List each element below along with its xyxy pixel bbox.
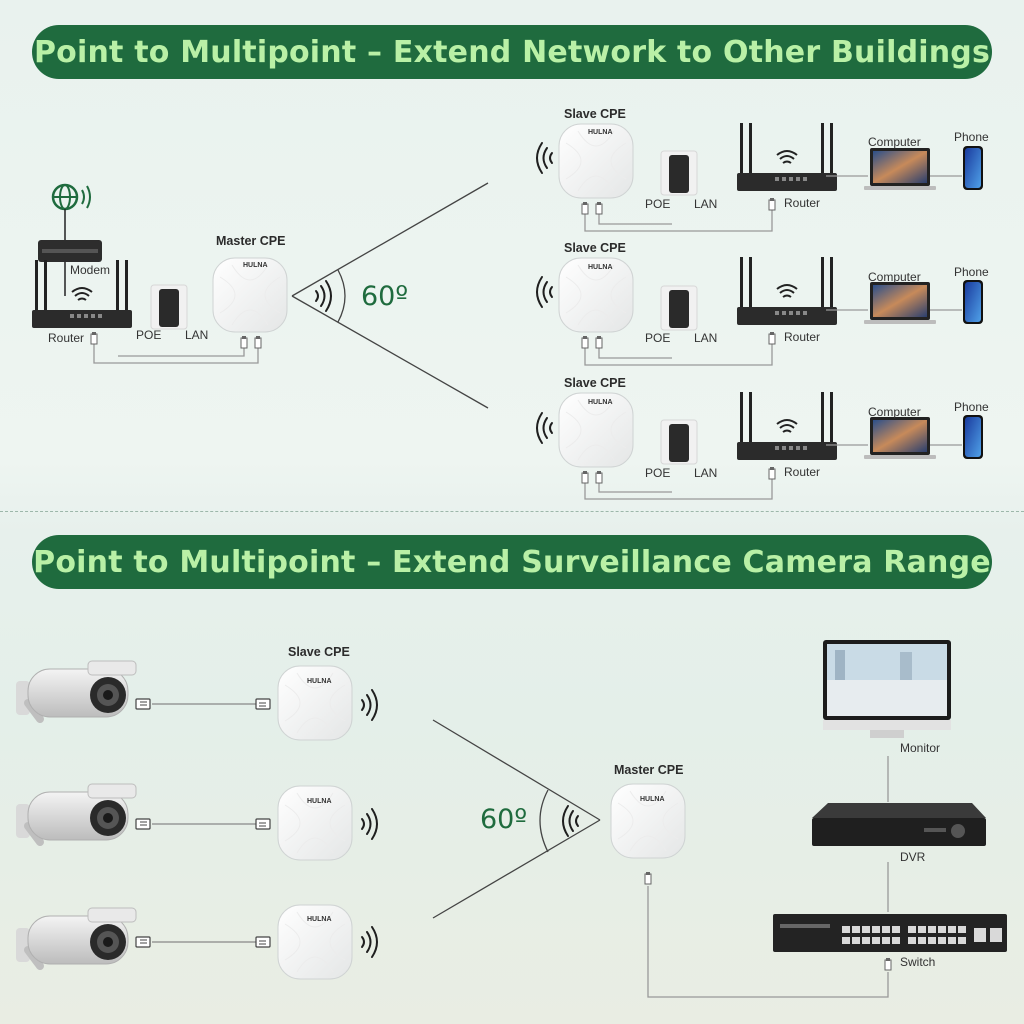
camera-row-2-graphics — [16, 784, 378, 861]
left-router-port-icon — [90, 331, 98, 345]
master-signal-waves-icon — [315, 280, 332, 312]
monitor-icon — [823, 640, 951, 738]
section2-angle-label: 60º — [480, 804, 528, 835]
camera-row-1-graphics — [16, 661, 378, 741]
slave-2-lan-label: LAN — [694, 331, 718, 345]
slave-1-phone-label: Phone — [954, 130, 989, 144]
camera-slave-cpe-label: Slave CPE — [288, 645, 350, 659]
master-cpe-label: Master CPE — [216, 234, 286, 248]
master-poe-port-icon — [240, 335, 248, 349]
switch-port-icon — [884, 957, 892, 971]
slave-3-lan-label: LAN — [694, 466, 718, 480]
monitor-label: Monitor — [900, 741, 941, 755]
master-to-switch-cable — [647, 886, 889, 998]
slave-2-poe-label: POE — [645, 331, 671, 345]
master-cpe-device — [212, 257, 288, 333]
left-lan-label: LAN — [185, 328, 209, 342]
section1-angle-label: 60º — [361, 281, 409, 312]
master-cam-port-icon — [644, 871, 652, 885]
slave-3-router-label: Router — [784, 465, 821, 479]
section2-title-banner: Point to Multipoint – Extend Surveillanc… — [32, 535, 992, 589]
slave-1-brand: HULNA — [588, 129, 613, 136]
camera-row-3-graphics — [16, 905, 378, 980]
slave-1-lan-label: LAN — [694, 197, 718, 211]
left-cabling — [93, 344, 259, 364]
slave-3-brand: HULNA — [588, 399, 613, 406]
section2-title: Point to Multipoint – Extend Surveillanc… — [33, 544, 991, 580]
section-divider — [0, 511, 1024, 512]
globe-icon — [51, 183, 91, 240]
dvr-icon — [812, 803, 986, 846]
slave-3-label: Slave CPE — [564, 376, 626, 390]
slave-1-label: Slave CPE — [564, 107, 626, 121]
coverage-cone-section1 — [291, 182, 489, 409]
camera-slave-3-brand: HULNA — [307, 916, 332, 923]
slave-2-computer-label: Computer — [868, 270, 921, 284]
switch-icon — [773, 914, 1007, 952]
camera-slave-2-brand: HULNA — [307, 798, 332, 805]
coverage-cone-section2 — [432, 719, 601, 919]
slave-row-2-graphics — [536, 256, 983, 366]
left-poe-label: POE — [136, 328, 162, 342]
slave-2-phone-label: Phone — [954, 265, 989, 279]
slave-3-poe-label: POE — [645, 466, 671, 480]
camera-slave-1-brand: HULNA — [307, 678, 332, 685]
camera-master-brand: HULNA — [640, 796, 665, 803]
slave-1-router-label: Router — [784, 196, 821, 210]
left-poe-injector-icon — [150, 284, 188, 330]
slave-1-poe-label: POE — [645, 197, 671, 211]
modem-icon — [38, 240, 102, 262]
left-router-label: Router — [48, 331, 85, 345]
section1-title-banner: Point to Multipoint – Extend Network to … — [32, 25, 992, 79]
slave-1-computer-label: Computer — [868, 135, 921, 149]
dvr-label: DVR — [900, 850, 926, 864]
slave-2-router-label: Router — [784, 330, 821, 344]
slave-row-1-graphics — [536, 122, 983, 232]
master-cam-signal-waves-icon — [562, 805, 579, 837]
section1-title: Point to Multipoint – Extend Network to … — [33, 34, 991, 70]
switch-label: Switch — [900, 955, 936, 969]
master-lan-port-icon — [254, 335, 262, 349]
master-brand-label: HULNA — [243, 262, 268, 269]
slave-3-computer-label: Computer — [868, 405, 921, 419]
slave-2-brand: HULNA — [588, 264, 613, 271]
slave-3-phone-label: Phone — [954, 400, 989, 414]
camera-master-cpe-label: Master CPE — [614, 763, 684, 777]
slave-row-3-graphics — [536, 391, 983, 500]
modem-label: Modem — [70, 263, 111, 277]
slave-2-label: Slave CPE — [564, 241, 626, 255]
